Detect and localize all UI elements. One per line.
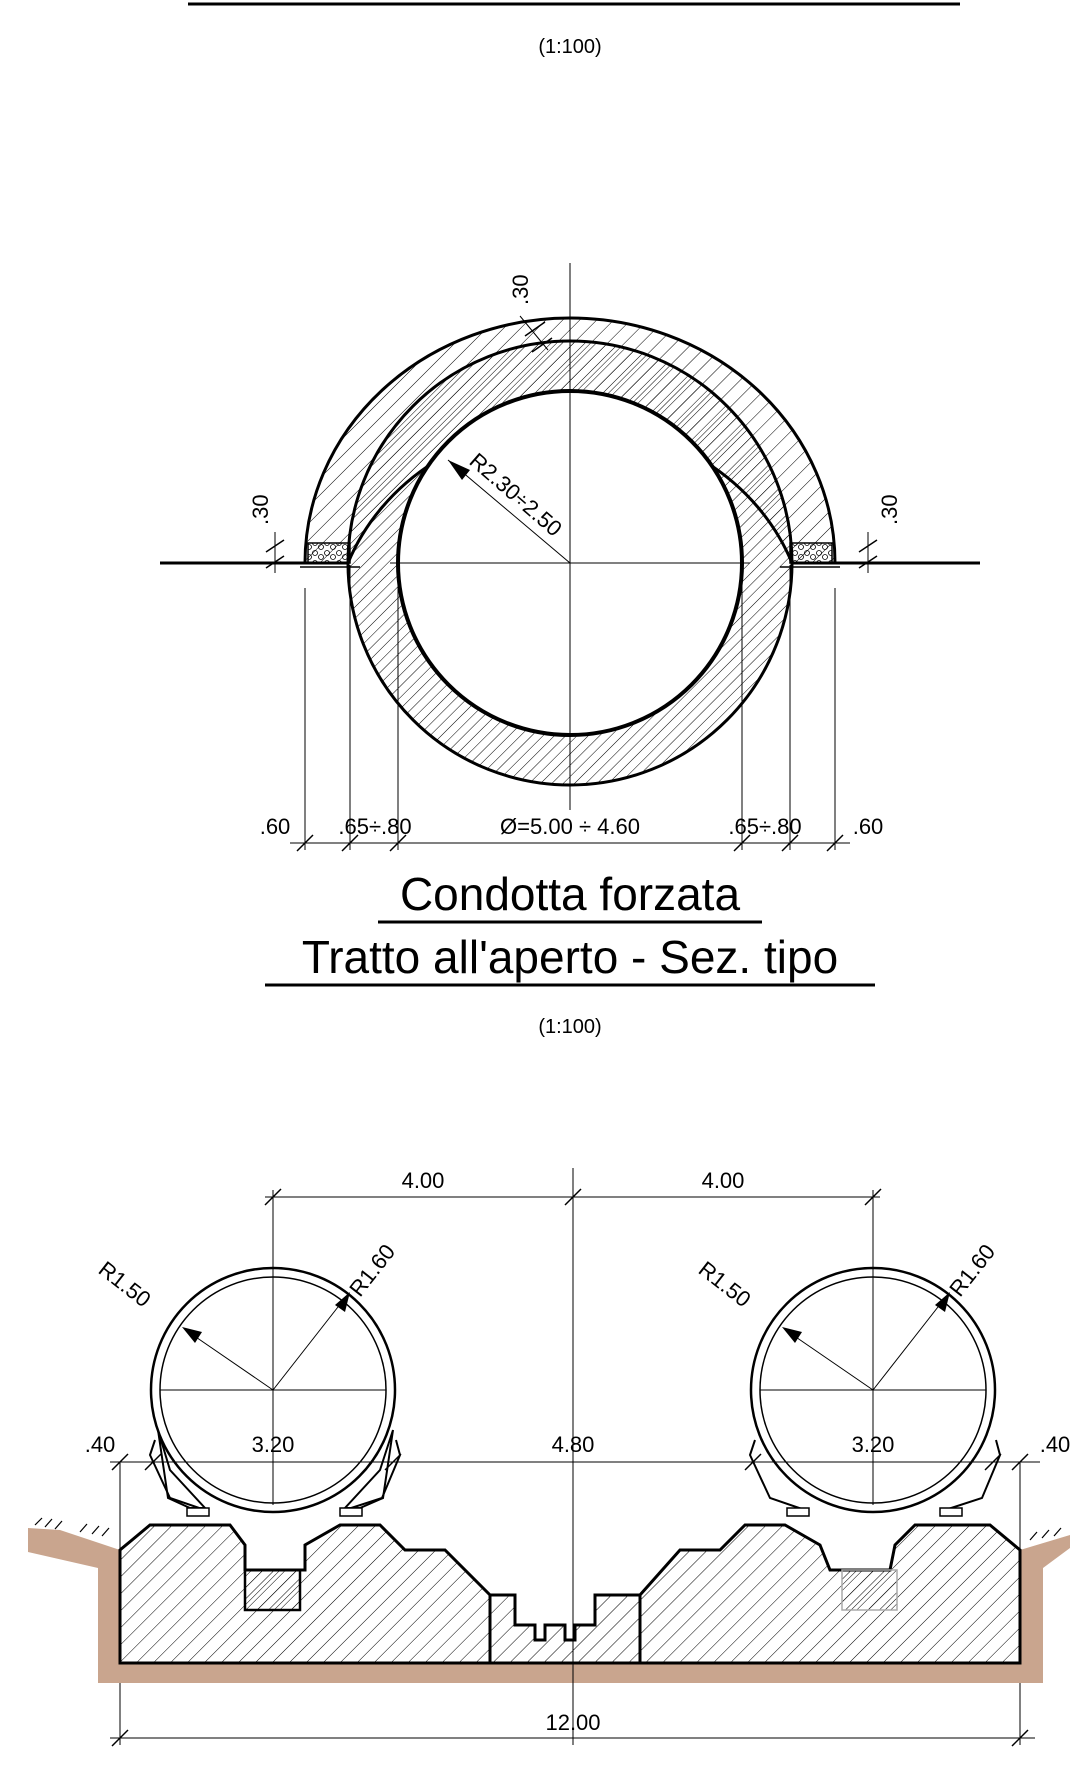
radius-leader [447, 459, 571, 564]
left-offset-label: .60 [260, 814, 291, 839]
right-wall-label: .65÷.80 [728, 814, 801, 839]
left-spacing-label: 4.00 [402, 1168, 445, 1193]
gravel-fill-left [307, 542, 351, 564]
right-block-recess [841, 1569, 898, 1611]
twin-pipe-section: 4.00 4.00 R1.50 R1.60 R1.50 R1.60 .40 3.… [28, 1168, 1071, 1747]
right-offset-label: .60 [853, 814, 884, 839]
section-scale-label: (1:100) [538, 1016, 601, 1038]
diameter-label: Ø=5.00 ÷ 4.60 [500, 814, 640, 839]
middle-width-label: 4.80 [552, 1432, 595, 1457]
section-title-line1: Condotta forzata [400, 868, 741, 920]
right-inner-radius-label: R1.50 [694, 1256, 756, 1312]
grass-left [34, 1517, 110, 1537]
right-thickness-label: .30 [877, 494, 902, 525]
grass-right [1029, 1527, 1062, 1541]
right-width-label: 3.20 [852, 1432, 895, 1457]
top-thickness-label: .30 [508, 274, 533, 305]
left-inner-radius-label: R1.50 [94, 1256, 156, 1312]
section-title-line2: Tratto all'aperto - Sez. tipo [302, 931, 838, 983]
central-channel [488, 1593, 642, 1665]
right-foundation-block [638, 1523, 1022, 1665]
left-wall-label: .65÷.80 [338, 814, 411, 839]
gravel-fill-right [789, 542, 833, 564]
right-outer-radius-label: R1.60 [944, 1239, 1000, 1301]
soil-layer [28, 1528, 1070, 1683]
top-scale-label: (1:100) [538, 36, 601, 58]
total-width-label: 12.00 [545, 1710, 600, 1735]
left-outer-radius-label: R1.60 [344, 1239, 400, 1301]
radius-arrow [448, 460, 470, 480]
left-edge-label: .40 [85, 1432, 116, 1457]
right-spacing-label: 4.00 [702, 1168, 745, 1193]
right-edge-label: .40 [1040, 1432, 1071, 1457]
left-block-recess [243, 1568, 302, 1612]
left-thickness-label: .30 [248, 494, 273, 525]
left-foundation-block [118, 1523, 492, 1665]
penstock-cross-section: R2.30÷2.50 .30 .30 .30 .60 .65÷.80 [160, 263, 980, 852]
left-width-label: 3.20 [252, 1432, 295, 1457]
